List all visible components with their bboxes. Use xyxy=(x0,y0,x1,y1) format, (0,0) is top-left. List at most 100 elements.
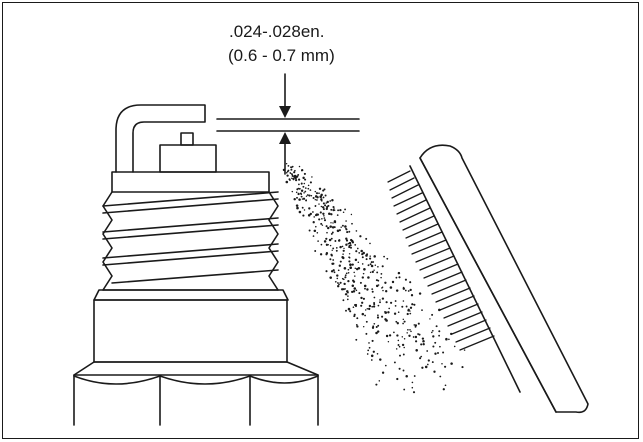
wire-brush xyxy=(387,144,589,414)
debris-dot xyxy=(354,244,357,246)
debris-dot xyxy=(367,264,370,267)
debris-dot xyxy=(407,309,410,312)
debris-dot xyxy=(366,353,369,355)
debris-dot xyxy=(350,246,352,249)
debris-dot xyxy=(324,194,327,197)
debris-dot xyxy=(401,343,405,347)
debris-dot xyxy=(345,220,347,222)
debris-dot xyxy=(358,292,361,295)
debris-dot xyxy=(395,348,398,350)
debris-dot xyxy=(376,316,380,319)
debris-dot xyxy=(361,256,364,259)
debris-dot xyxy=(293,171,296,174)
debris-dot xyxy=(384,281,387,284)
debris-dot xyxy=(325,207,328,211)
debris-dot xyxy=(379,358,382,361)
debris-dot xyxy=(348,260,351,263)
debris-dot xyxy=(310,195,313,197)
debris-dot xyxy=(292,177,295,180)
debris-dot xyxy=(322,189,325,192)
debris-dot xyxy=(361,276,364,279)
debris-dot xyxy=(393,361,396,364)
debris-dot xyxy=(401,336,404,338)
debris-dot xyxy=(375,326,378,328)
debris-dot xyxy=(342,256,345,260)
debris-dot xyxy=(293,197,296,201)
debris-dot xyxy=(396,334,399,337)
debris-dot xyxy=(382,289,384,292)
debris-dot xyxy=(372,350,375,353)
debris-dot xyxy=(363,268,366,271)
debris-dot xyxy=(320,222,323,225)
debris-dot xyxy=(354,267,357,269)
debris-dot xyxy=(290,166,293,169)
debris-dot xyxy=(298,210,302,214)
threaded-shell xyxy=(102,171,279,291)
debris-dot xyxy=(311,176,313,178)
debris-dot xyxy=(405,375,408,378)
debris-dot xyxy=(348,241,352,245)
debris-dot xyxy=(347,307,351,311)
debris-dot xyxy=(409,306,413,309)
debris-dot xyxy=(391,280,395,284)
debris-dot xyxy=(325,237,328,240)
debris-dot xyxy=(301,169,303,172)
arrow-down-icon xyxy=(279,106,291,118)
debris-dot xyxy=(321,206,325,209)
debris-dot xyxy=(373,322,376,325)
debris-dot xyxy=(373,302,376,304)
debris-dot xyxy=(351,284,355,287)
debris-dot xyxy=(381,286,384,288)
debris-dot xyxy=(297,173,300,176)
debris-dot xyxy=(336,277,339,280)
debris-dot xyxy=(333,209,336,211)
debris-dot xyxy=(434,352,437,355)
debris-dot xyxy=(298,178,301,181)
debris-dot xyxy=(419,357,422,360)
debris-dot xyxy=(357,261,360,263)
debris-dot xyxy=(408,334,411,337)
debris-dot xyxy=(347,279,350,283)
debris-dot xyxy=(409,310,411,312)
debris-dot xyxy=(365,332,368,335)
debris-dot xyxy=(341,224,344,227)
debris-dot xyxy=(381,315,384,318)
debris-dot xyxy=(329,276,332,279)
debris-dot xyxy=(356,325,359,328)
debris-dot xyxy=(296,175,299,178)
debris-dot xyxy=(406,332,408,334)
debris-dot xyxy=(342,299,345,302)
debris-dot xyxy=(351,241,355,244)
debris-dot xyxy=(308,207,311,210)
debris-dot xyxy=(431,329,434,332)
debris-dot xyxy=(463,349,466,351)
debris-dot xyxy=(333,271,336,274)
debris-dot xyxy=(412,336,415,338)
debris-dot xyxy=(303,209,306,211)
debris-dot xyxy=(309,181,312,184)
debris-dot xyxy=(320,193,323,197)
debris-dot xyxy=(298,198,301,201)
debris-dot xyxy=(320,205,323,208)
debris-dot xyxy=(375,331,378,335)
debris-dot xyxy=(344,274,347,277)
debris-dot xyxy=(439,375,442,378)
debris-dot xyxy=(328,238,332,242)
debris-dot xyxy=(410,330,412,333)
debris-dot xyxy=(402,286,405,289)
debris-dot xyxy=(331,198,334,202)
debris-dot xyxy=(301,195,303,198)
debris-dot xyxy=(312,211,314,213)
debris-dot xyxy=(353,287,357,290)
debris-dot xyxy=(396,377,399,381)
debris-dot xyxy=(307,184,310,187)
debris-dot xyxy=(355,324,358,326)
debris-dot xyxy=(289,172,291,174)
debris-dot xyxy=(330,213,333,216)
debris-dot xyxy=(351,222,353,225)
debris-dot xyxy=(398,345,401,348)
debris-dot xyxy=(403,338,406,340)
debris-dot xyxy=(437,352,439,354)
debris-dot xyxy=(365,309,367,311)
debris-dot xyxy=(349,266,353,270)
